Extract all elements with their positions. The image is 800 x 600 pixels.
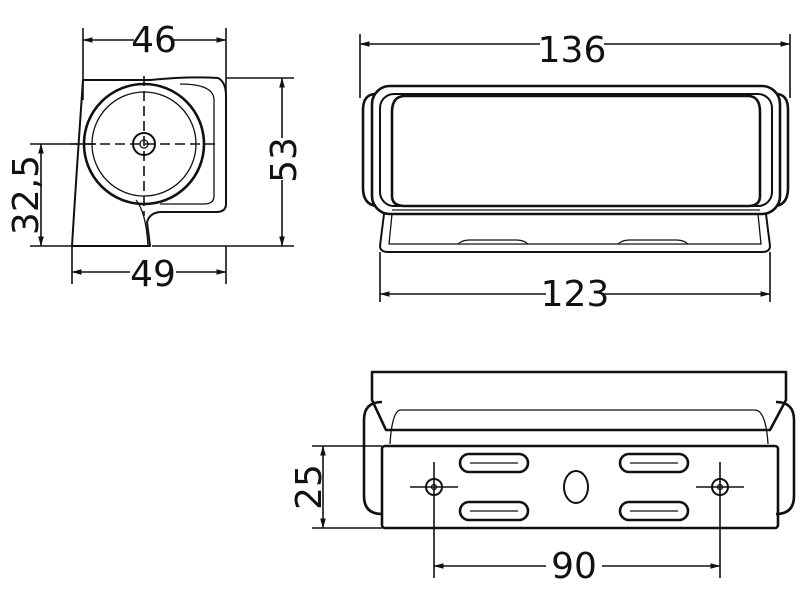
dim-90-label: 90: [551, 546, 597, 587]
dim-25-label: 25: [289, 464, 330, 510]
front-end-cap-right: [775, 92, 790, 208]
front-bracket-tab-right: [617, 239, 689, 245]
side-view: 46 53 32,5 49: [6, 20, 305, 295]
front-end-cap-left: [361, 92, 377, 208]
dim-123-label: 123: [541, 274, 610, 315]
bottom-view: 25 90: [289, 370, 796, 587]
side-housing-lower-curve: [135, 199, 149, 247]
dim-49-label: 49: [130, 254, 176, 295]
dim-46-label: 46: [131, 20, 177, 61]
bottom-end-cap-right: [775, 400, 796, 516]
front-housing-outer: [370, 84, 782, 216]
side-housing-inner-curve: [160, 83, 215, 205]
dim-53-label: 53: [264, 137, 305, 183]
bottom-center-oval: [563, 470, 589, 504]
bottom-slot-bottom-right: [618, 500, 690, 522]
front-bracket-inner: [388, 213, 762, 245]
bottom-slot-bottom-left: [458, 500, 530, 522]
front-bracket-outer: [379, 213, 771, 253]
bottom-housing-lens-edge: [389, 409, 769, 445]
front-bracket-tab-left: [457, 239, 529, 245]
front-lens: [390, 94, 762, 208]
side-housing-outline: [71, 76, 227, 247]
dim-136-label: 136: [538, 30, 607, 71]
bottom-end-cap-left: [362, 400, 383, 516]
bottom-mounting-plate: [380, 444, 780, 530]
bottom-slot-top-right: [618, 452, 690, 474]
bottom-housing-top: [370, 370, 788, 432]
bottom-slot-top-left: [458, 452, 530, 474]
dim-32-5-label: 32,5: [6, 155, 47, 235]
front-housing-inner: [379, 93, 773, 207]
front-view: 136 123: [359, 30, 791, 315]
